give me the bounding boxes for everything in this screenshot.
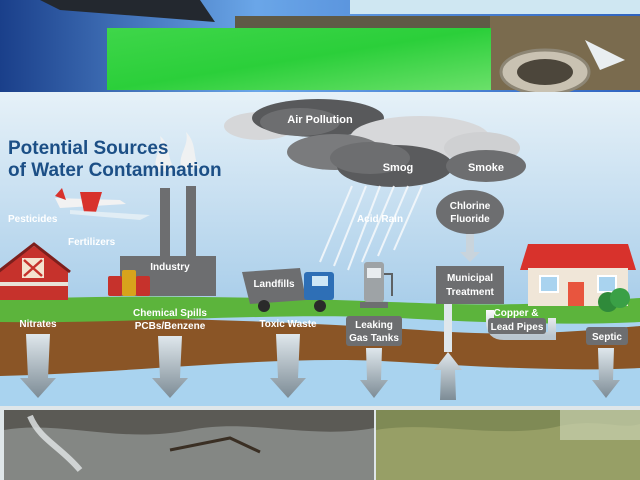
chlorine-pipe xyxy=(466,234,474,252)
well-pipe xyxy=(444,304,452,352)
industry-label: Industry xyxy=(150,262,190,273)
septic-seepage-arrow xyxy=(592,348,620,398)
bird-icon xyxy=(585,40,625,70)
landfill-truck-icon xyxy=(242,268,334,312)
lead-pipes-box xyxy=(488,318,546,334)
smoke-cloud xyxy=(444,132,526,182)
leaking-tanks-box xyxy=(346,316,402,346)
toxic-waste-label: Toxic Waste xyxy=(259,319,317,330)
barn-icon xyxy=(0,242,71,300)
chlorine-label: Chlorine xyxy=(450,201,491,212)
leaking-label: Leaking xyxy=(355,320,393,331)
nitrates-seepage-arrow xyxy=(20,334,56,398)
septic-box xyxy=(586,327,628,345)
municipal-label: Municipal xyxy=(447,273,493,284)
septic-label: Septic xyxy=(592,332,622,343)
lead-pipes-label: Lead Pipes xyxy=(491,322,544,333)
gas-tank-seepage-arrow xyxy=(360,348,388,398)
treatment-plant xyxy=(436,266,504,304)
wing-silhouette xyxy=(40,0,215,22)
title-line-2: of Water Contamination xyxy=(8,160,222,181)
diagram-title: Potential Sources of Water Contamination xyxy=(8,138,222,182)
nitrates-label: Nitrates xyxy=(19,319,57,330)
copper-label: Copper & xyxy=(494,308,539,319)
crop-duster-airplane xyxy=(55,188,150,220)
seepage-arrows xyxy=(20,304,620,400)
contamination-diagram: Air Pollution Smog Smoke Acid Rain Chlor… xyxy=(0,92,640,406)
gas-pump-icon xyxy=(360,262,393,308)
treatment-label: Treatment xyxy=(446,287,494,298)
fluoride-label: Fluoride xyxy=(450,214,490,225)
chemical-barrels-icon xyxy=(108,270,150,296)
sky-strip-photo xyxy=(350,0,640,14)
smog-label: Smog xyxy=(383,162,414,174)
air-pollution-cloud xyxy=(224,99,384,140)
acid-rain-streaks xyxy=(319,185,423,271)
air-pollution-label: Air Pollution xyxy=(287,114,353,126)
pcbs-benzene-label: PCBs/Benzene xyxy=(135,321,206,332)
landfills-label: Landfills xyxy=(253,279,295,290)
acid-rain-label: Acid Rain xyxy=(357,214,403,225)
top-photo-collage xyxy=(0,0,640,96)
title-line-1: Potential Sources xyxy=(8,138,169,159)
pesticides-label: Pesticides xyxy=(8,214,58,225)
gas-tanks-label: Gas Tanks xyxy=(349,333,399,344)
groundwater-intake-arrow xyxy=(434,352,462,400)
tree-icon xyxy=(598,288,630,312)
fertilizers-label: Fertilizers xyxy=(68,237,116,248)
toxic-waste-seepage-arrow xyxy=(270,334,306,398)
chlorine-fluoride-cloud xyxy=(436,190,504,234)
smoke-label: Smoke xyxy=(468,162,504,174)
bottom-photo-collage xyxy=(0,406,640,480)
chemical-seepage-arrow xyxy=(152,336,188,398)
green-algae-photo xyxy=(107,28,491,90)
chemical-spills-label: Chemical Spills xyxy=(133,308,207,319)
